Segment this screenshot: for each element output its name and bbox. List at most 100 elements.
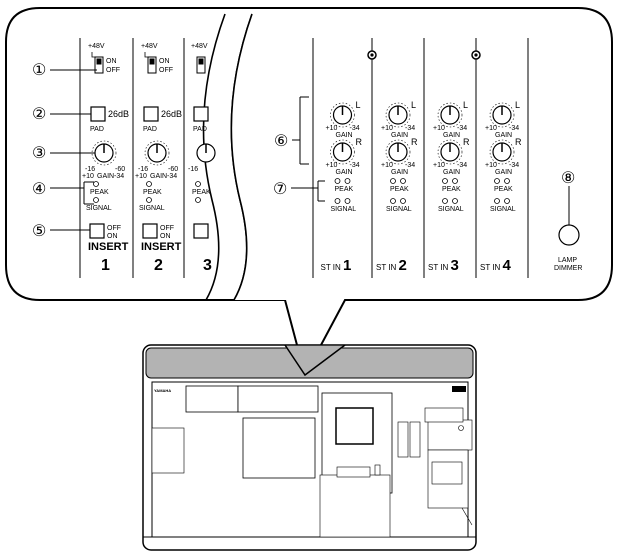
- svg-text:PAD: PAD: [143, 126, 157, 133]
- insert-switch[interactable]: [193, 223, 209, 239]
- callout-numbers: ① ② ③ ④ ⑤ ⑥ ⑦ ⑧: [32, 62, 575, 240]
- gain-label: GAIN: [391, 132, 408, 139]
- peak-label: PEAK: [390, 186, 409, 193]
- channel-side-label: L: [411, 100, 416, 110]
- svg-text:SIGNAL: SIGNAL: [86, 205, 112, 212]
- gain-max-label: -34: [457, 125, 467, 132]
- phantom-switch[interactable]: [196, 56, 206, 74]
- gain-min-label: +10: [485, 162, 497, 169]
- pad-switch[interactable]: [143, 106, 159, 122]
- mono-strip-1: +48V ON OFF 26dB PAD -16 -60 +10 GAIN -3…: [82, 43, 129, 274]
- channel-number: 2: [154, 257, 163, 274]
- svg-text:OFF: OFF: [106, 67, 120, 74]
- svg-text:+48V: +48V: [141, 43, 158, 50]
- signal-led-l: [494, 198, 500, 204]
- svg-text:OFF: OFF: [159, 67, 173, 74]
- peak-led: [195, 181, 201, 187]
- callout-5: ⑤: [32, 223, 46, 240]
- peak-led-l: [442, 178, 448, 184]
- callout-7: ⑦: [273, 181, 287, 198]
- gain-min-label: +10: [326, 125, 338, 132]
- svg-text:-34: -34: [167, 173, 177, 180]
- callout-6: ⑥: [274, 133, 288, 150]
- gain-max-label: -34: [405, 125, 415, 132]
- gain-label: GAIN: [443, 132, 460, 139]
- svg-text:PEAK: PEAK: [143, 189, 162, 196]
- insert-switch[interactable]: [142, 223, 158, 239]
- svg-text:GAIN: GAIN: [150, 173, 167, 180]
- signal-led-l: [442, 198, 448, 204]
- st-in-label: ST IN 4: [480, 257, 512, 274]
- svg-text:LAMP: LAMP: [558, 257, 577, 264]
- svg-text:ON: ON: [106, 58, 117, 65]
- peak-led-r: [400, 178, 406, 184]
- gain-min-label: +10: [433, 125, 445, 132]
- gain-min-label: +10: [381, 162, 393, 169]
- channel-number: 1: [101, 257, 110, 274]
- svg-text:ON: ON: [160, 233, 171, 240]
- channel-side-label: R: [515, 137, 522, 147]
- brand-logo: YAMAHA: [154, 388, 171, 393]
- peak-label: PEAK: [335, 186, 354, 193]
- peak-led: [146, 181, 152, 187]
- gain-max-label: -34: [350, 162, 360, 169]
- svg-text:INSERT: INSERT: [88, 241, 129, 253]
- channel-number: 3: [203, 257, 212, 274]
- signal-label: SIGNAL: [438, 206, 464, 213]
- svg-text:SIGNAL: SIGNAL: [139, 205, 165, 212]
- channel-side-label: L: [356, 100, 361, 110]
- svg-text:OFF: OFF: [160, 225, 174, 232]
- gain-max-label: -34: [457, 162, 467, 169]
- insert-switch[interactable]: [89, 223, 105, 239]
- st-in-label: ST IN 1: [321, 257, 352, 274]
- phantom-switch[interactable]: [94, 56, 104, 74]
- mono-strip-2: +48V ON OFF 26dB PAD -16 -60 +10 GAIN -3…: [135, 43, 182, 274]
- gain-min-label: +10: [381, 125, 393, 132]
- gain-label: GAIN: [336, 132, 353, 139]
- gain-min-label: +10: [433, 162, 445, 169]
- peak-led-r: [504, 178, 510, 184]
- gain-max-label: -34: [405, 162, 415, 169]
- signal-led: [93, 197, 99, 203]
- svg-text:OFF: OFF: [107, 225, 121, 232]
- peak-led-l: [494, 178, 500, 184]
- channel-number: 1: [343, 257, 351, 274]
- channel-side-label: L: [515, 100, 520, 110]
- channel-side-label: L: [463, 100, 468, 110]
- channel-side-label: R: [356, 137, 363, 147]
- pad-switch[interactable]: [193, 106, 209, 122]
- gain-label: GAIN: [495, 132, 512, 139]
- gain-label: GAIN: [336, 169, 353, 176]
- callout-8: ⑧: [561, 170, 575, 187]
- lamp-dimmer-knob[interactable]: [558, 224, 580, 246]
- signal-led-r: [504, 198, 510, 204]
- knob-scale: [385, 102, 411, 128]
- mono-strip-dividers: [79, 38, 185, 278]
- svg-text:+48V: +48V: [191, 43, 208, 50]
- signal-led-l: [334, 198, 341, 204]
- svg-text:-34: -34: [114, 173, 124, 180]
- knob-scale: [437, 102, 463, 128]
- st-in-text: ST IN: [321, 263, 344, 272]
- peak-label: PEAK: [442, 186, 461, 193]
- peak-label: PEAK: [494, 186, 513, 193]
- screw-icons: [367, 50, 481, 60]
- svg-text:PAD: PAD: [90, 126, 104, 133]
- gain-label: GAIN: [443, 169, 460, 176]
- svg-text:-16: -16: [85, 166, 95, 173]
- phantom-switch[interactable]: [147, 56, 157, 74]
- signal-label: SIGNAL: [386, 206, 412, 213]
- svg-text:INSERT: INSERT: [141, 241, 182, 253]
- knob-scale: [385, 139, 411, 165]
- pad-switch[interactable]: [90, 106, 106, 122]
- svg-text:-16: -16: [138, 166, 148, 173]
- signal-led: [195, 197, 201, 203]
- svg-text:DIMMER: DIMMER: [554, 265, 582, 272]
- channel-number: 4: [503, 257, 512, 274]
- signal-label: SIGNAL: [331, 206, 357, 213]
- svg-text:-16: -16: [188, 166, 198, 173]
- gain-max-label: -34: [509, 125, 519, 132]
